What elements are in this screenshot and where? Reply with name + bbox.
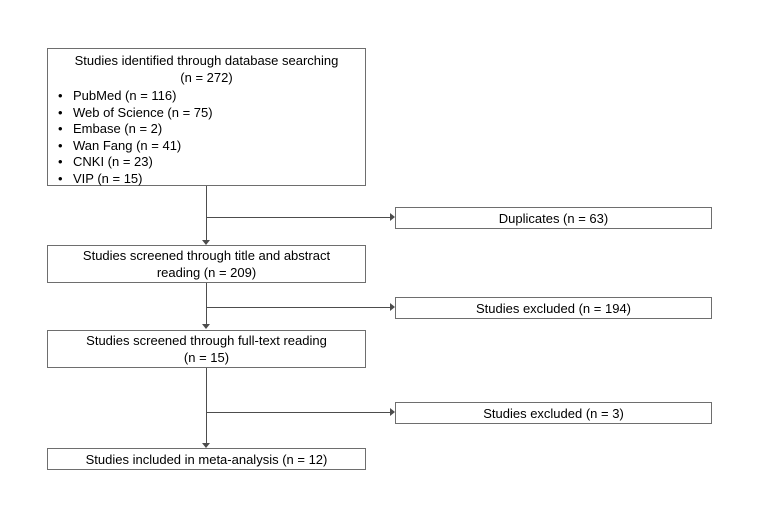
excluded-title-abstract-box: Studies excluded (n = 194) [395, 297, 712, 319]
database-list: PubMed (n = 116) Web of Science (n = 75)… [48, 88, 365, 187]
database-item-cnki: CNKI (n = 23) [58, 154, 365, 171]
excluded-full-text-box: Studies excluded (n = 3) [395, 402, 712, 424]
identification-title: Studies identified through database sear… [48, 49, 365, 86]
duplicates-box: Duplicates (n = 63) [395, 207, 712, 229]
arrow-right-icon [390, 408, 395, 416]
identification-title-line1: Studies identified through database sear… [74, 53, 339, 68]
connector-screening-to-fulltext [206, 283, 207, 325]
duplicates-label: Duplicates (n = 63) [498, 210, 609, 226]
full-text-screening-line1: Studies screened through full-text readi… [86, 333, 327, 348]
title-abstract-screening-line1: Studies screened through title and abstr… [82, 248, 331, 263]
identification-box: Studies identified through database sear… [47, 48, 366, 187]
full-text-screening-box: Studies screened through full-text readi… [47, 330, 366, 368]
database-item-web-of-science: Web of Science (n = 75) [58, 105, 365, 122]
connector-identification-to-screening [206, 186, 207, 241]
title-abstract-screening-box: Studies screened through title and abstr… [47, 245, 366, 283]
database-item-embase: Embase (n = 2) [58, 121, 365, 138]
included-box: Studies included in meta-analysis (n = 1… [47, 448, 366, 470]
database-item-vip: VIP (n = 15) [58, 171, 365, 188]
full-text-screening-line2: (n = 15) [183, 350, 230, 365]
identification-title-count: (n = 272) [180, 70, 233, 85]
included-label: Studies included in meta-analysis (n = 1… [85, 451, 328, 467]
connector-excluded-fulltext-branch [206, 412, 390, 413]
connector-duplicates-branch [206, 217, 390, 218]
arrow-right-icon [390, 213, 395, 221]
connector-fulltext-to-included [206, 368, 207, 444]
database-item-pubmed: PubMed (n = 116) [58, 88, 365, 105]
arrow-right-icon [390, 303, 395, 311]
excluded-full-text-label: Studies excluded (n = 3) [483, 405, 624, 421]
title-abstract-screening-line2: reading (n = 209) [156, 265, 257, 280]
arrow-down-icon [202, 324, 210, 329]
connector-excluded-title-abstract-branch [206, 307, 390, 308]
arrow-down-icon [202, 240, 210, 245]
database-item-wanfang: Wan Fang (n = 41) [58, 138, 365, 155]
excluded-title-abstract-label: Studies excluded (n = 194) [475, 300, 632, 316]
arrow-down-icon [202, 443, 210, 448]
